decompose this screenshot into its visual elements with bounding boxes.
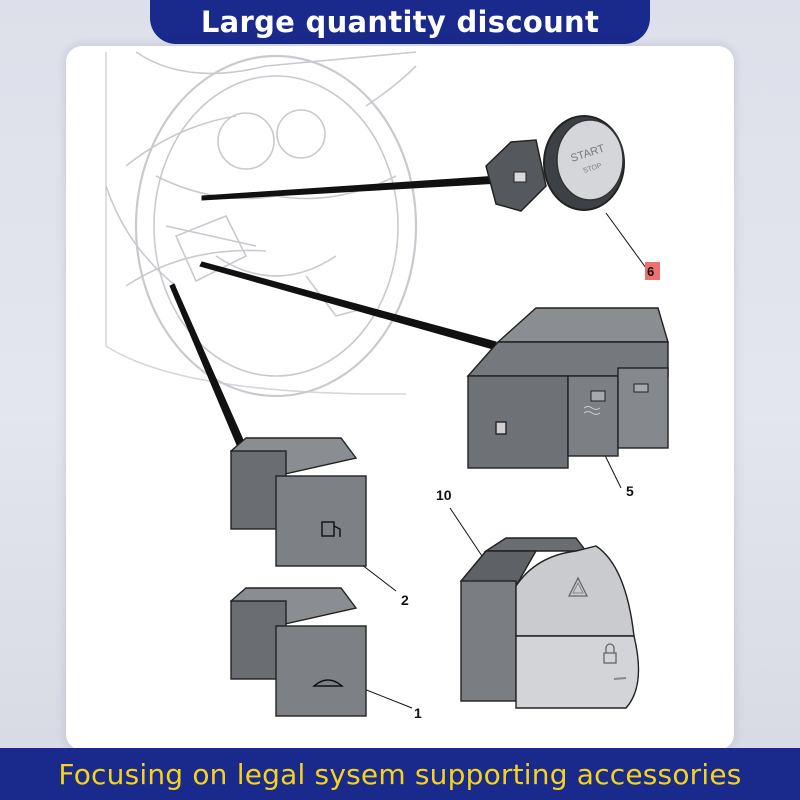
trunk-release-switch-part bbox=[229, 587, 367, 717]
leader-lines bbox=[169, 175, 647, 709]
hazard-triangle-icon bbox=[567, 576, 589, 597]
callout-2: 2 bbox=[401, 592, 409, 608]
bottom-banner: Focusing on legal sysem supporting acces… bbox=[0, 748, 800, 800]
start-stop-button-part: START STOP bbox=[485, 115, 625, 212]
clip-slot bbox=[513, 171, 527, 183]
hazard-lock-switch-part bbox=[459, 537, 640, 709]
top-banner-text: Large quantity discount bbox=[200, 5, 600, 39]
fuel-cap-switch-part bbox=[229, 437, 367, 567]
callout-5: 5 bbox=[626, 483, 634, 499]
callout-6: 6 bbox=[647, 264, 654, 279]
bottom-banner-text: Focusing on legal sysem supporting acces… bbox=[58, 757, 742, 791]
trunk-release-icon bbox=[312, 679, 344, 687]
switch-block-part bbox=[466, 307, 669, 469]
rear-defrost-icon bbox=[583, 406, 601, 415]
top-banner: Large quantity discount bbox=[150, 0, 650, 44]
dashboard-sketch bbox=[105, 51, 418, 398]
callout-1: 1 bbox=[414, 705, 422, 721]
fuel-cap-icon bbox=[321, 521, 341, 537]
padlock-icon bbox=[603, 643, 617, 664]
callout-6-highlight bbox=[645, 262, 660, 280]
callout-10: 10 bbox=[436, 487, 452, 503]
diagram-card: START STOP 6 5 bbox=[66, 46, 734, 750]
parts-diagram: START STOP 6 5 bbox=[105, 51, 669, 721]
